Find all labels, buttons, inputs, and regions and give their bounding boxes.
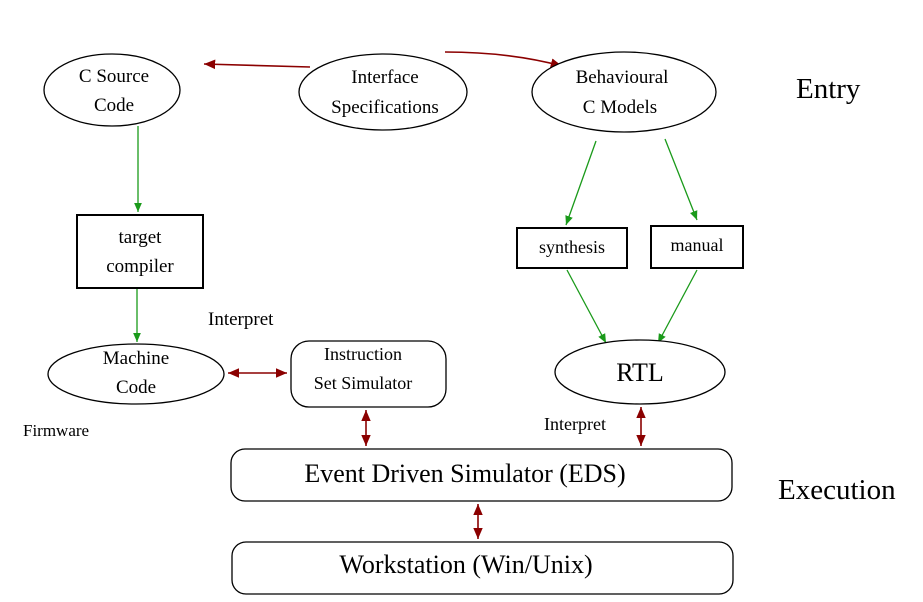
arrow-interface-to-c-source (203, 59, 311, 70)
node-machine-code: Machine Code (47, 343, 225, 405)
label-entry: Entry (796, 73, 861, 105)
node-workstation: Workstation (Win/Unix) (231, 541, 734, 595)
node-rtl: RTL (554, 339, 726, 405)
node-label: C Source (79, 66, 149, 87)
node-label: manual (671, 235, 724, 255)
arrow-behavioural-to-manual (664, 138, 698, 221)
node-label: compiler (106, 256, 174, 277)
node-interface-specifications: Interface Specifications (298, 53, 468, 131)
node-label: Event Driven Simulator (EDS) (304, 459, 625, 488)
arrow-behavioural-to-synthesis (565, 140, 597, 226)
node-target-compiler: target compiler (76, 214, 204, 289)
node-label: Workstation (Win/Unix) (339, 550, 592, 579)
node-label: synthesis (539, 237, 605, 257)
node-label: RTL (616, 358, 664, 387)
node-label: Interface (351, 67, 419, 88)
node-manual: manual (650, 225, 744, 269)
node-label: Specifications (331, 97, 439, 118)
node-behavioural-c-models: Behavioural C Models (531, 51, 717, 133)
label-firmware: Firmware (23, 421, 89, 440)
arrow-manual-to-rtl (657, 269, 698, 344)
label-interpret-left: Interpret (208, 309, 274, 330)
node-label: target (119, 227, 163, 248)
node-instruction-set-simulator: Instruction Set Simulator (290, 340, 447, 408)
node-c-source-code: C Source Code (43, 53, 181, 127)
node-label: Set Simulator (314, 373, 413, 393)
arrow-interface-to-behavioural (444, 51, 563, 68)
node-label: Instruction (324, 344, 402, 364)
node-label: Machine (103, 348, 169, 369)
node-label: Behavioural (576, 67, 669, 88)
label-execution: Execution (778, 474, 896, 506)
arrow-synthesis-to-rtl (566, 269, 607, 344)
node-synthesis: synthesis (516, 227, 628, 269)
label-interpret-right: Interpret (544, 414, 606, 434)
node-label: Code (116, 377, 156, 398)
node-label: Code (94, 95, 134, 116)
node-eds: Event Driven Simulator (EDS) (230, 448, 733, 502)
node-label: C Models (583, 97, 657, 118)
